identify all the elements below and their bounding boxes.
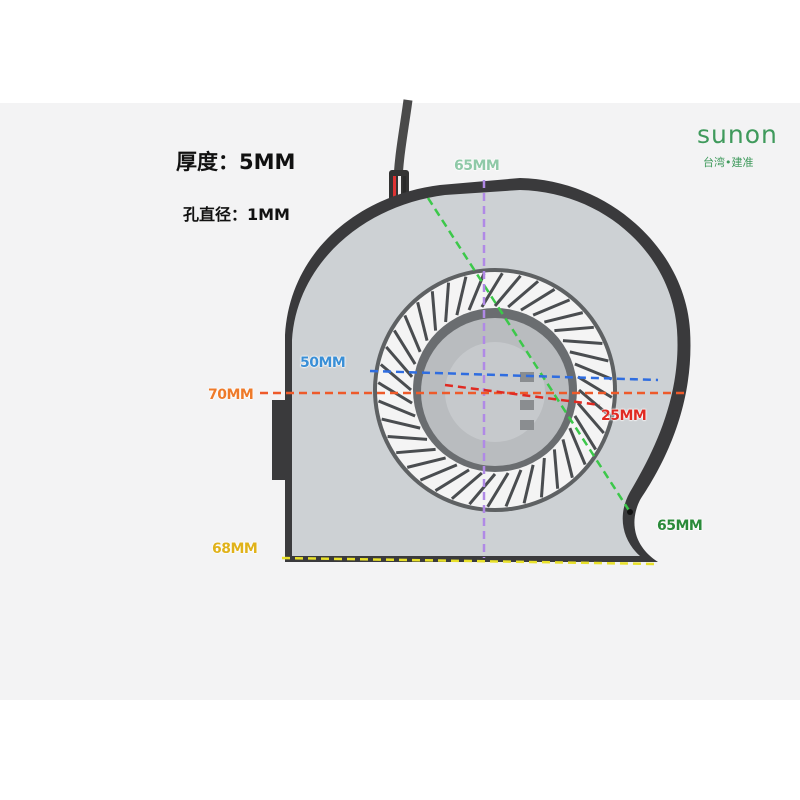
fan-blade	[403, 314, 422, 353]
dimension-label-yellow: 68MM	[212, 541, 258, 558]
fan-blade	[377, 399, 416, 418]
fan-blade	[561, 439, 574, 479]
fan-blade	[455, 276, 468, 316]
dimension-label-blue: 50MM	[300, 355, 346, 372]
fan-blade	[569, 350, 609, 363]
fan-blade	[480, 272, 504, 308]
dimension-label-orange: 70MM	[208, 387, 254, 404]
brand-subtitle: 台湾•建准	[703, 156, 754, 169]
fan-blade	[493, 274, 522, 307]
fan-blade	[468, 473, 497, 506]
fan-blade	[419, 463, 458, 482]
fan-blade	[416, 301, 429, 341]
fan-blade	[393, 329, 417, 365]
fan-blade	[507, 280, 540, 309]
yellow-dimension-line	[281, 556, 658, 566]
fan-blade	[578, 388, 611, 417]
brand-logo: sunon	[697, 120, 778, 149]
dimension-label-top: 65MM	[454, 158, 500, 175]
impeller-blades	[377, 272, 613, 508]
fan-blade	[430, 291, 438, 331]
dimension-label-red: 25MM	[601, 408, 647, 425]
fan-blade	[562, 339, 603, 346]
blue-dimension-line	[369, 369, 659, 382]
fan-blade	[522, 464, 535, 504]
fan-blade	[520, 288, 556, 312]
fan-blade	[576, 402, 605, 435]
fan-blade	[539, 457, 546, 498]
hole-diameter-spec: 孔直径：1MM	[183, 205, 290, 224]
fan-blade	[381, 417, 421, 430]
fan-blade	[554, 325, 594, 333]
fan-blade	[406, 456, 446, 469]
fan-blade	[544, 311, 584, 324]
fan-blade	[434, 468, 470, 492]
fan-blade	[396, 447, 436, 455]
fan-blade	[532, 298, 571, 317]
red-dimension-line	[444, 383, 601, 407]
fan-blade	[385, 345, 414, 378]
fan-blade	[444, 282, 451, 323]
fan-blade	[577, 375, 613, 399]
thickness-spec: 厚度：5MM	[176, 150, 296, 174]
diagonal-dimension-line	[426, 197, 632, 513]
fan-blade	[574, 362, 613, 381]
fan-blade	[486, 472, 510, 508]
fan-blade	[450, 471, 483, 500]
fan-blade	[573, 415, 597, 451]
mount-tab	[272, 400, 286, 480]
fan-blade	[568, 427, 587, 466]
fan-blade	[379, 363, 412, 392]
fan-blade	[387, 434, 428, 441]
fan-blade	[504, 469, 523, 508]
fan-blade	[552, 449, 560, 489]
dimension-label-bottom: 65MM	[657, 518, 703, 535]
